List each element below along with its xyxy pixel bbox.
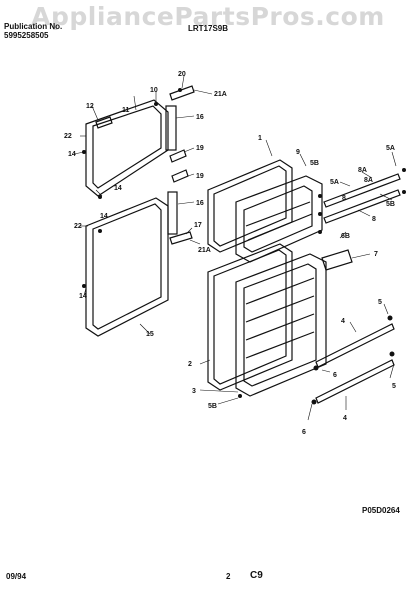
model-number: LRT17S9B <box>188 24 229 33</box>
callout-8-upper: 8 <box>372 216 376 223</box>
freezer-shelf-rail-upper <box>323 173 401 208</box>
callout-5b-right: 5B <box>386 201 395 208</box>
callout-16-lower: 16 <box>196 200 204 207</box>
footer-page: 2 <box>226 572 231 581</box>
callout-14-upper-left: 14 <box>68 151 76 158</box>
callout-22-lower: 22 <box>74 223 82 230</box>
callout-14-lower-top: 14 <box>100 213 108 220</box>
freezer-shelf-rail-lower <box>323 189 401 224</box>
diagram-code: P05D0264 <box>362 506 400 515</box>
fresh-food-shelf-rail-lower <box>315 359 395 404</box>
callout-5-lower: 5 <box>392 383 396 390</box>
freezer-door-gasket <box>85 99 169 197</box>
publication-label: Publication No. <box>4 22 63 31</box>
callout-7: 7 <box>374 251 378 258</box>
callout-16-upper: 16 <box>196 114 204 121</box>
callout-10: 10 <box>150 87 158 94</box>
callout-1: 1 <box>258 135 262 142</box>
callout-6b: 6B <box>341 233 350 240</box>
callout-21a-lower: 21A <box>198 247 211 254</box>
callout-19-lower: 19 <box>196 173 204 180</box>
callout-21a-upper: 21A <box>214 91 227 98</box>
callout-9: 9 <box>296 149 300 156</box>
callout-4-lower: 4 <box>343 415 347 422</box>
fresh-food-shelf-rail-upper <box>315 323 395 368</box>
callout-15: 15 <box>146 331 154 338</box>
upper-hinge-assembly <box>165 85 195 245</box>
callout-6-lower: 6 <box>302 429 306 436</box>
callout-11: 11 <box>122 107 130 114</box>
callout-14-upper-right: 14 <box>114 185 122 192</box>
callout-8-middle: 8 <box>342 195 346 202</box>
fresh-food-door-liner <box>235 253 327 397</box>
fresh-food-door-panel <box>207 243 293 391</box>
watermark: AppliancePartsPros.com <box>31 2 385 31</box>
callout-6-upper: 6 <box>333 372 337 379</box>
callout-20: 20 <box>178 71 186 78</box>
footer-date: 09/94 <box>6 572 27 581</box>
callout-5b-liner: 5B <box>310 160 319 167</box>
callout-17: 17 <box>194 222 202 229</box>
callout-3: 3 <box>192 388 196 395</box>
fresh-food-door-gasket <box>85 197 169 337</box>
callout-2: 2 <box>188 361 192 368</box>
dairy-door <box>321 249 353 271</box>
callout-12: 12 <box>86 103 94 110</box>
callout-14-lower-left: 14 <box>79 293 87 300</box>
footer-section: C9 <box>250 570 263 581</box>
freezer-gasket-bracket <box>95 116 113 129</box>
publication-number: 5995258505 <box>4 31 49 40</box>
callout-4-upper: 4 <box>341 318 345 325</box>
callout-5a-right: 5A <box>386 145 395 152</box>
callout-5-upper: 5 <box>378 299 382 306</box>
freezer-door-liner <box>235 175 323 263</box>
freezer-door-panel <box>207 159 293 253</box>
callout-19-upper: 19 <box>196 145 204 152</box>
callout-8a: 8A <box>358 167 367 174</box>
callout-5a-liner: 5A <box>330 179 339 186</box>
callout-8a-liner: 8A <box>364 177 373 184</box>
callout-5b-bottom: 5B <box>208 403 217 410</box>
callout-22-upper: 22 <box>64 133 72 140</box>
